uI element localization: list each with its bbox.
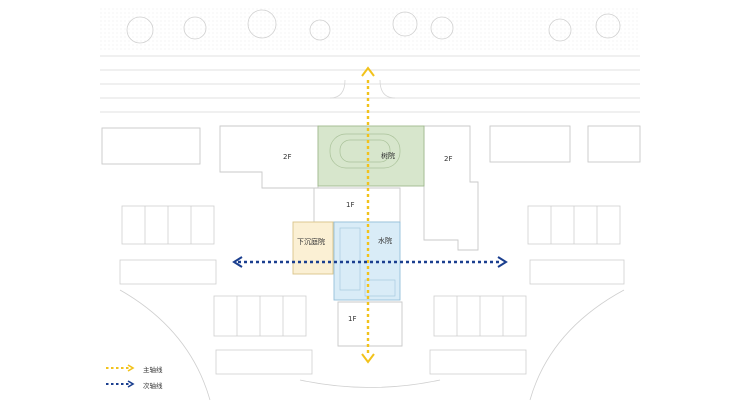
legend-secondary-axis-line (106, 380, 135, 388)
label-water-courtyard: 水院 (378, 237, 392, 245)
label-1f-bottom: 1F (348, 315, 357, 323)
main-axis-line (361, 66, 375, 364)
legend-secondary-axis-label: 次轴线 (143, 382, 163, 390)
label-2f-left: 2F (283, 153, 292, 161)
label-1f-top: 1F (346, 201, 355, 209)
secondary-axis-line (232, 256, 508, 268)
residential-blocks (119, 205, 625, 401)
road-lines (100, 55, 640, 113)
label-sunken-courtyard: 下沉庭院 (297, 238, 325, 246)
sunken-courtyard (292, 221, 334, 275)
legend-main-axis-line (106, 364, 135, 372)
tree-courtyard (317, 125, 425, 187)
label-2f-right: 2F (444, 155, 453, 163)
top-tree-strip (100, 8, 640, 50)
legend-main-axis-label: 主轴线 (143, 366, 163, 374)
surrounding-buildings (101, 125, 641, 347)
label-tree-courtyard: 树院 (381, 152, 395, 160)
